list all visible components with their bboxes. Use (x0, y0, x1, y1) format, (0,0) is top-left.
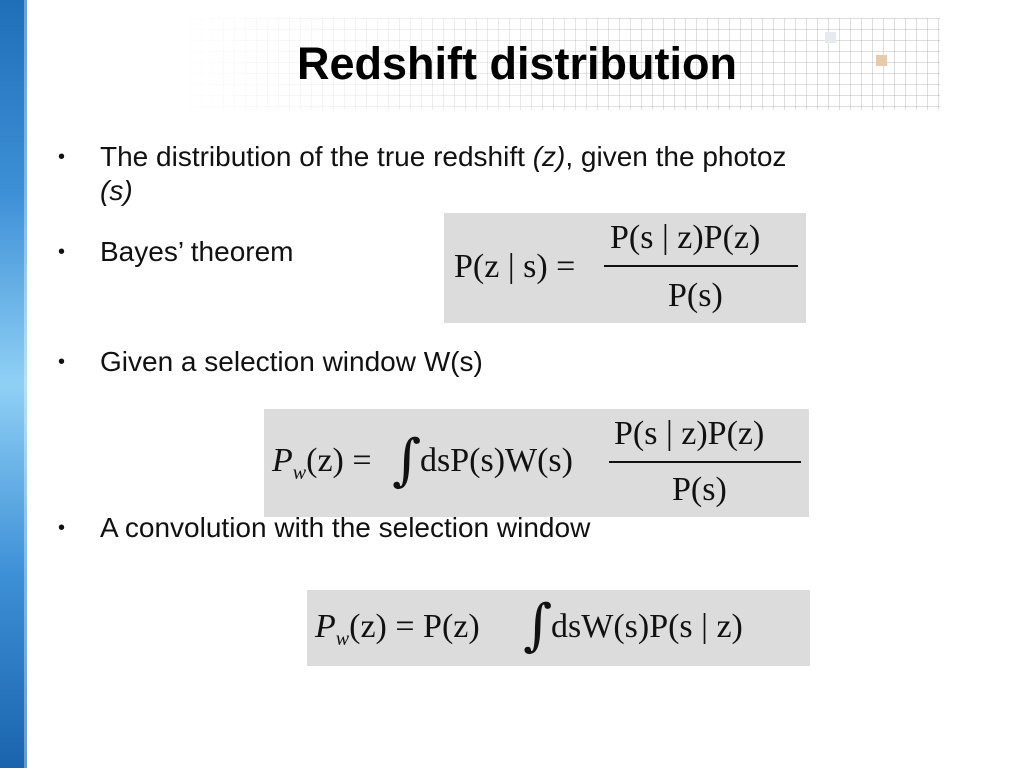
equation-lhs: Pw(z) = (272, 442, 372, 484)
integral-sign: ∫ (523, 593, 553, 658)
equation-numerator: P(s | z)P(z) (614, 415, 765, 452)
equation-numerator: P(s | z)P(z) (610, 219, 761, 256)
equation-denominator: P(s) (672, 471, 727, 508)
equation-lhs: Pw(z) = P(z) (315, 608, 480, 650)
bullet-text: Given a selection window W(s) (100, 346, 483, 377)
windowed-distribution-equation: Pw(z) = ∫ dsP(s)W(s) P(s | z)P(z) P(s) (264, 409, 809, 517)
slide-title: Redshift distribution (297, 38, 737, 89)
grid-highlight-square (876, 55, 887, 66)
grid-highlight-square (825, 32, 836, 43)
equation-lhs: P(z | s) = (454, 248, 576, 285)
integral-sign: ∫ (392, 428, 422, 493)
bullet-glyph: • (58, 241, 66, 263)
fraction-bar (609, 461, 801, 463)
equation-denominator: P(s) (668, 277, 723, 314)
bayes-equation: P(z | s) = P(s | z)P(z) P(s) (444, 213, 806, 323)
bullet-text: A convolution with the selection window (100, 512, 591, 543)
bullet-text: The distribution of the true redshift (z… (100, 141, 787, 206)
decorative-grid (190, 18, 940, 110)
sidebar-accent-bar (0, 0, 27, 768)
fraction-bar (604, 265, 798, 267)
convolution-equation: Pw(z) = P(z) ∫ dsW(s)P(s | z) (307, 590, 810, 666)
equation-integrand: dsW(s)P(s | z) (551, 608, 743, 645)
bullet-text: Bayes’ theorem (100, 236, 294, 267)
bullet-glyph: • (58, 146, 66, 168)
bullet-glyph: • (58, 351, 66, 373)
bullet-glyph: • (58, 517, 66, 539)
equation-integrand: dsP(s)W(s) (420, 442, 573, 479)
